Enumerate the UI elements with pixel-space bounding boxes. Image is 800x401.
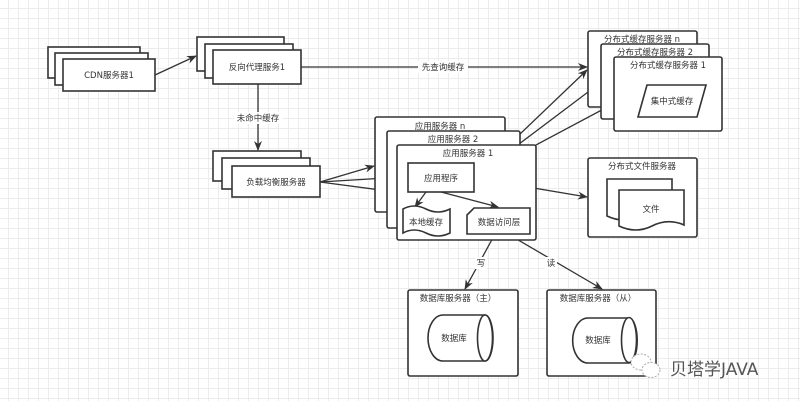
dist-cache-1-label: 分布式缓存服务器 1 [630, 60, 706, 71]
edge-cdn-to-proxy [154, 55, 197, 76]
edge-label-read: 读 [547, 258, 556, 269]
reverse-proxy-stack[interactable]: 反向代理服务1 [196, 36, 302, 85]
data-access-layer-node[interactable] [466, 207, 531, 235]
watermark: 贝塔学JAVA [630, 353, 759, 380]
app-server-n-label: 应用服务器 n [415, 121, 466, 132]
app-server-1-label: 应用服务器 1 [443, 148, 494, 159]
app-server-stack[interactable]: 应用服务器 n 应用服务器 2 应用服务器 1 应用程序 本地缓存 数据访问层 [374, 116, 537, 241]
db-master-server[interactable]: 数据库服务器（主） 数据库 [407, 289, 519, 377]
load-balancer-label: 负载均衡服务器 [246, 177, 306, 188]
db-slave-server[interactable]: 数据库服务器（从） 数据库 [546, 289, 657, 377]
reverse-proxy-label: 反向代理服务1 [229, 62, 285, 73]
central-cache-label: 集中式缓存 [651, 96, 694, 107]
file-server[interactable]: 分布式文件服务器 文件 [587, 157, 698, 238]
db-master-db-label: 数据库 [441, 333, 467, 344]
dist-cache-n-label: 分布式缓存服务器 n [604, 34, 680, 45]
edge-lb-to-app-n [319, 164, 375, 183]
edge-app-to-dal [440, 191, 499, 209]
wechat-icon [630, 353, 661, 378]
watermark-text: 贝塔学JAVA [670, 360, 759, 380]
db-slave-label: 数据库服务器（从） [560, 293, 637, 304]
db-master-label: 数据库服务器（主） [420, 293, 497, 304]
cdn-server-label: CDN服务器1 [84, 70, 134, 81]
reverse-proxy-node[interactable] [212, 49, 302, 85]
file-label: 文件 [642, 204, 660, 215]
edge-label-write: 写 [477, 259, 486, 269]
data-access-layer-label: 数据访问层 [478, 217, 521, 228]
local-cache-node[interactable] [402, 205, 451, 237]
db-slave-db-label: 数据库 [585, 335, 611, 346]
edge-label-cache-miss: 未命中缓存 [237, 113, 280, 124]
distributed-cache-stack[interactable]: 分布式缓存服务器 n 分布式缓存服务器 2 分布式缓存服务器 1 集中式缓存 [587, 30, 723, 132]
file-node[interactable] [618, 189, 685, 231]
cdn-server-node[interactable] [62, 58, 156, 92]
cdn-server-stack[interactable]: CDN服务器1 [47, 46, 156, 92]
app-server-2-label: 应用服务器 2 [428, 134, 479, 145]
file-server-label: 分布式文件服务器 [608, 161, 677, 172]
load-balancer-node[interactable] [231, 165, 321, 198]
load-balancer-stack[interactable]: 负载均衡服务器 [212, 150, 321, 198]
edge-label-query-cache: 先查询缓存 [422, 62, 465, 73]
local-cache-label: 本地缓存 [409, 217, 444, 228]
dist-cache-2-label: 分布式缓存服务器 2 [617, 47, 693, 58]
app-program-label: 应用程序 [424, 173, 459, 184]
central-cache-node[interactable] [636, 84, 708, 118]
edge-app-to-local-cache [414, 191, 427, 208]
